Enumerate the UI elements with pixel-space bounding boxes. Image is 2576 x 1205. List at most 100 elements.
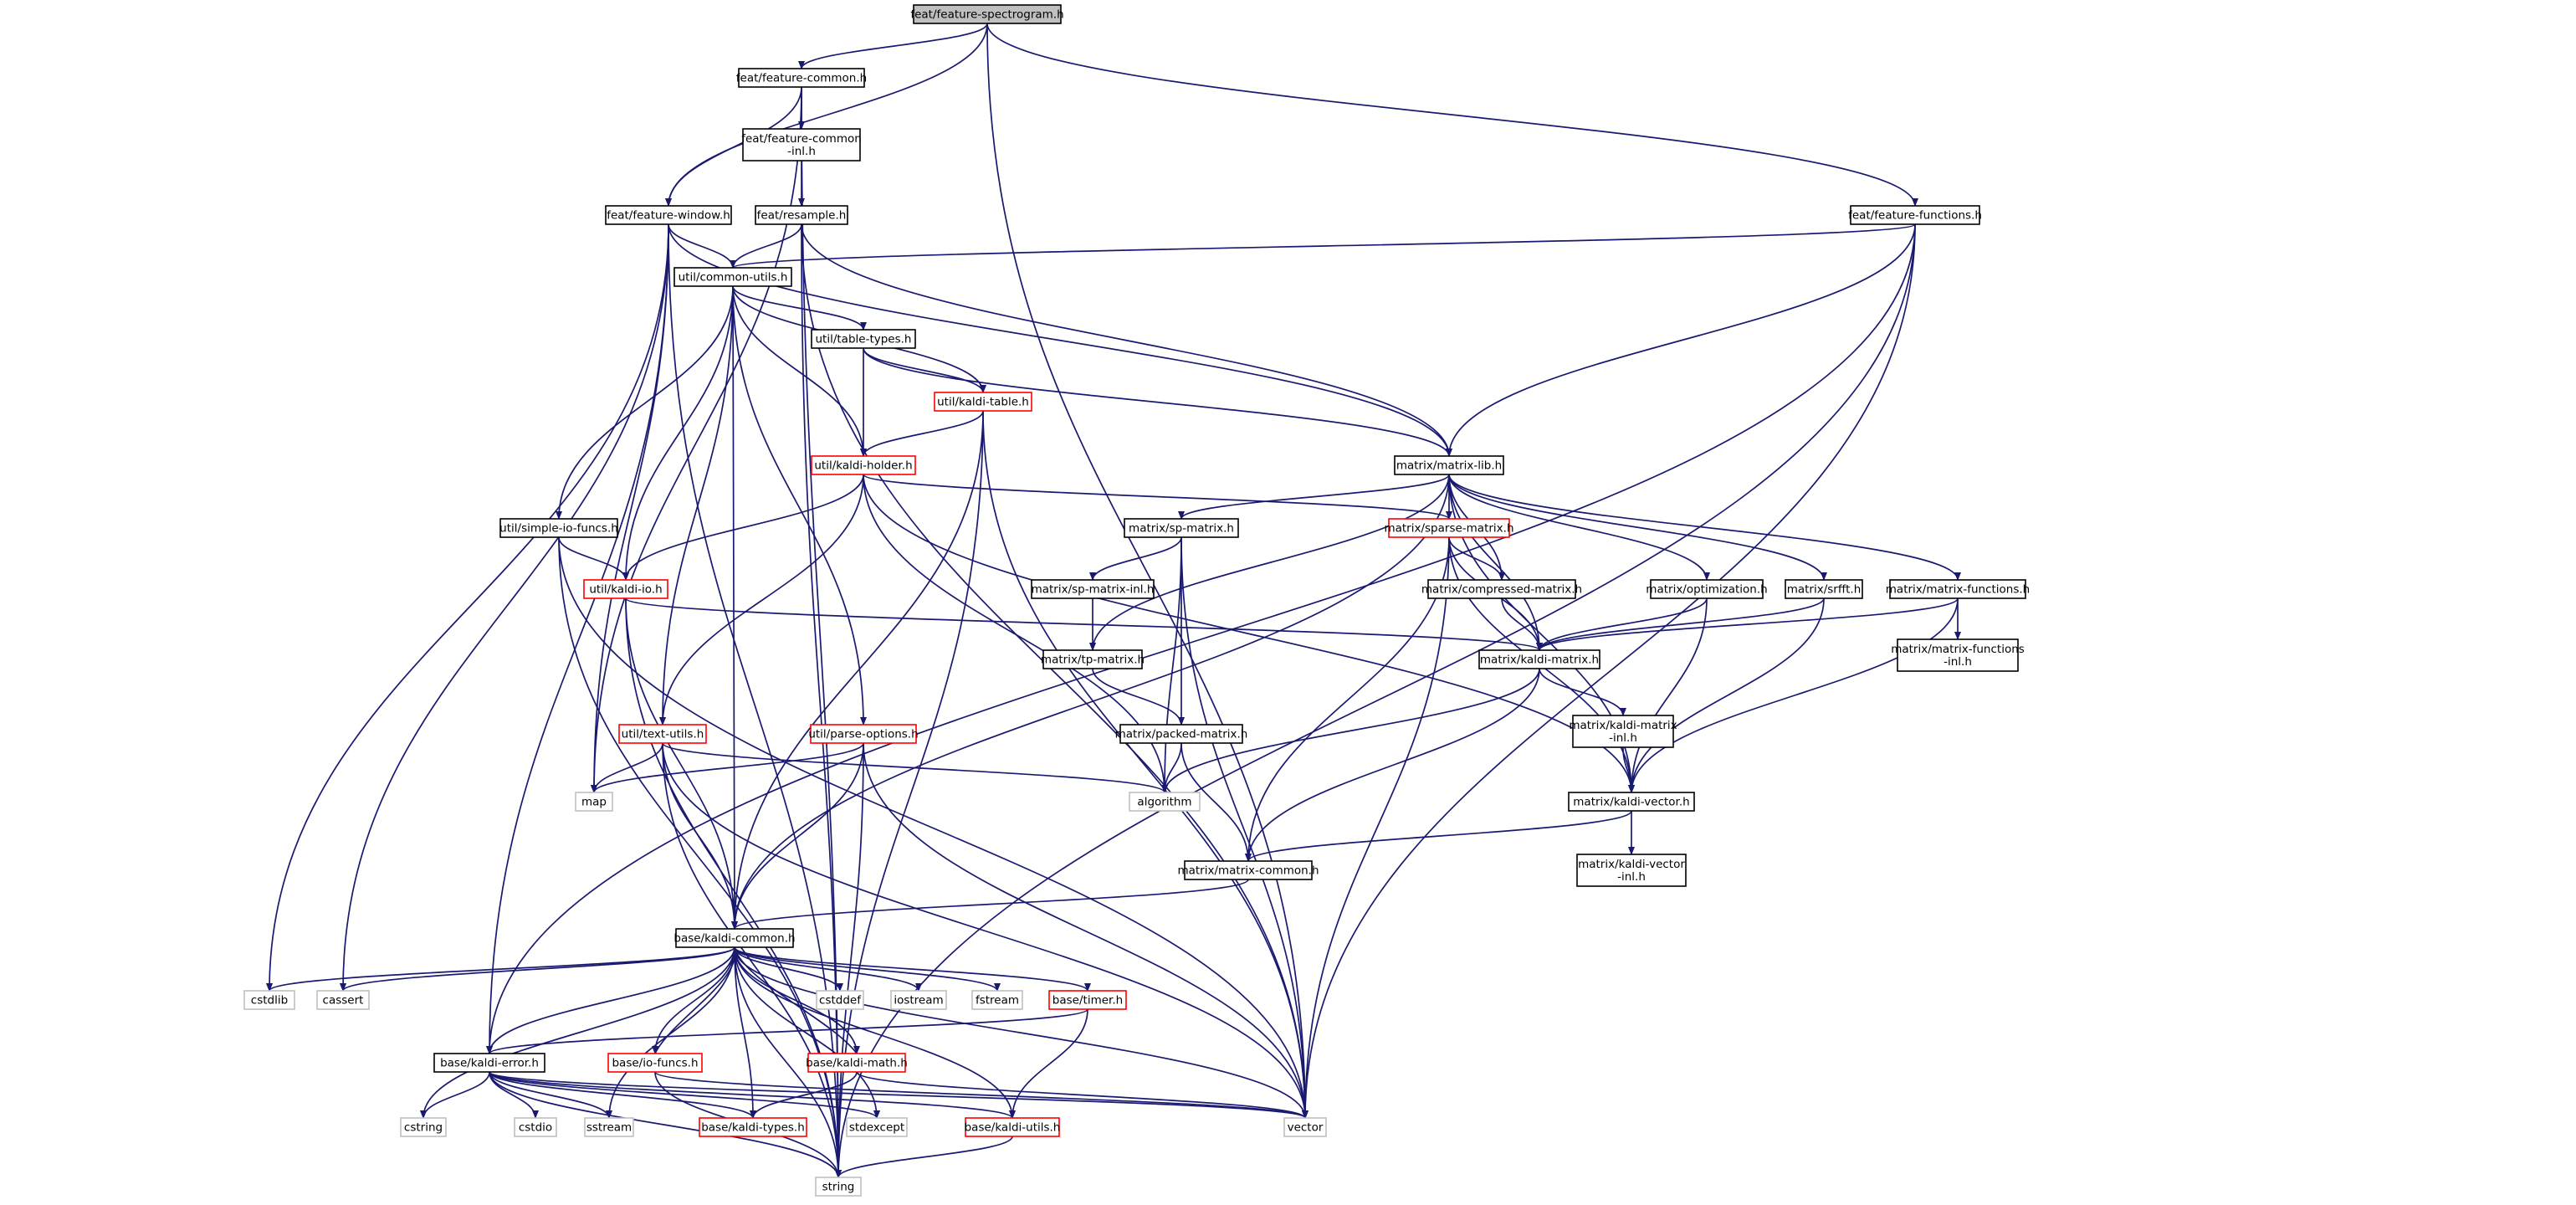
node-util-kaldi-holder-h[interactable]: util/kaldi-holder.h [811, 455, 916, 475]
node-box [890, 990, 947, 1010]
dependency-edge [1161, 668, 1540, 793]
dependency-edge [622, 474, 864, 581]
node-base-kaldi-error-h[interactable]: base/kaldi-error.h [433, 1053, 545, 1073]
dependency-edge [558, 536, 842, 1178]
dependency-edge [662, 742, 1308, 1119]
node-label: base/io-funcs.h [612, 1057, 698, 1070]
node-box [815, 1177, 862, 1197]
node-matrix-sparse-matrix-h[interactable]: matrix/sparse-matrix.h [1384, 518, 1514, 538]
dependency-edge [1302, 223, 1916, 1119]
node-box [243, 990, 295, 1010]
node-sstream: sstream [584, 1117, 634, 1137]
node-util-text-utils-h[interactable]: util/text-utils.h [618, 724, 707, 744]
dependency-edge [652, 946, 735, 1054]
node-base-io-funcs-h[interactable]: base/io-funcs.h [607, 1053, 703, 1073]
dependency-edge [750, 1071, 858, 1119]
dependency-edge [654, 946, 740, 1054]
node-label: feat/feature-spectrogram.h [910, 8, 1063, 22]
node-util-kaldi-io-h[interactable]: util/kaldi-io.h [583, 579, 668, 599]
node-box [738, 68, 865, 88]
node-util-table-types-h[interactable]: util/table-types.h [811, 329, 916, 349]
node-matrix-compressed-matrix-h[interactable]: matrix/compressed-matrix.h [1421, 579, 1582, 599]
node-matrix-optimization-h[interactable]: matrix/optimization.h [1646, 579, 1768, 599]
node-matrix-tp-matrix-h[interactable]: matrix/tp-matrix.h [1041, 649, 1145, 669]
node-label: matrix/matrix-functions [1891, 643, 2025, 656]
node-label: map [581, 796, 607, 809]
node-box [913, 4, 1062, 24]
dependency-edge [489, 1071, 842, 1178]
node-feat-feature-spectrogram-h[interactable]: feat/feature-spectrogram.h [910, 4, 1064, 24]
node-matrix-kaldi-matrix-inl-h[interactable]: matrix/kaldi-matrix-inl.h [1569, 715, 1677, 748]
node-box [1576, 854, 1687, 887]
node-base-kaldi-math-h[interactable]: base/kaldi-math.h [806, 1053, 908, 1073]
node-box [1048, 990, 1127, 1010]
node-label: base/kaldi-utils.h [965, 1121, 1061, 1135]
dependency-edge [662, 742, 738, 930]
dependency-edge [986, 23, 1918, 207]
dependency-edge [730, 285, 738, 930]
dependency-edge [266, 946, 735, 992]
node-box [807, 1053, 906, 1073]
node-matrix-sp-matrix-inl-h[interactable]: matrix/sp-matrix-inl.h [1031, 579, 1155, 599]
node-util-parse-options-h[interactable]: util/parse-options.h [808, 724, 919, 744]
node-iostream: iostream [890, 990, 947, 1010]
node-box [1427, 579, 1576, 599]
node-label: util/table-types.h [815, 333, 911, 346]
node-matrix-matrix-lib-h[interactable]: matrix/matrix-lib.h [1394, 455, 1504, 475]
node-label: feat/feature-common.h [736, 72, 867, 85]
node-box [1889, 579, 2026, 599]
dependency-edge [668, 223, 1452, 457]
node-matrix-sp-matrix-h[interactable]: matrix/sp-matrix.h [1124, 518, 1239, 538]
node-base-kaldi-common-h[interactable]: base/kaldi-common.h [673, 928, 796, 948]
node-feat-feature-functions-h[interactable]: feat/feature-functions.h [1848, 205, 1982, 225]
node-box [1394, 455, 1504, 475]
node-matrix-kaldi-vector-inl-h[interactable]: matrix/kaldi-vector-inl.h [1576, 854, 1687, 887]
node-base-kaldi-utils-h[interactable]: base/kaldi-utils.h [965, 1117, 1061, 1137]
node-matrix-matrix-functions-inl-h[interactable]: matrix/matrix-functions-inl.h [1891, 638, 2025, 672]
node-label: matrix/matrix-functions.h [1886, 583, 2030, 597]
node-util-simple-io-funcs-h[interactable]: util/simple-io-funcs.h [499, 518, 618, 538]
dependency-edge [731, 742, 864, 930]
node-cassert: cassert [316, 990, 370, 1010]
node-matrix-kaldi-matrix-h[interactable]: matrix/kaldi-matrix.h [1478, 649, 1600, 669]
dependency-edge [486, 1008, 1088, 1054]
dependency-edge [1539, 668, 1626, 716]
node-box [583, 579, 668, 599]
node-label: stdexcept [849, 1121, 904, 1135]
dependency-edge [982, 410, 1308, 1119]
dependency-edge [420, 946, 735, 1119]
node-feat-feature-common-inl-h[interactable]: feat/feature-common-inl.h [741, 128, 862, 162]
node-util-kaldi-table-h[interactable]: util/kaldi-table.h [934, 392, 1032, 412]
node-base-kaldi-types-h[interactable]: base/kaldi-types.h [699, 1117, 807, 1137]
node-label: iostream [894, 994, 943, 1008]
dependency-edge [486, 223, 1916, 1054]
node-box [1031, 579, 1155, 599]
node-box [1184, 860, 1313, 880]
node-feat-feature-window-h[interactable]: feat/feature-window.h [605, 205, 732, 225]
node-label: matrix/packed-matrix.h [1115, 728, 1248, 741]
dependency-edge [863, 474, 1168, 793]
node-matrix-kaldi-vector-h[interactable]: matrix/kaldi-vector.h [1568, 792, 1695, 812]
dependency-edge [266, 223, 669, 992]
node-label: feat/feature-window.h [607, 209, 730, 223]
node-box [584, 1117, 634, 1137]
node-feat-resample-h[interactable]: feat/resample.h [755, 205, 848, 225]
dependency-edge [1302, 536, 1450, 1119]
node-feat-feature-common-h[interactable]: feat/feature-common.h [736, 68, 867, 88]
dependency-edge [591, 86, 802, 793]
dependency-edge [801, 223, 1308, 1119]
dependency-edge [863, 742, 1308, 1119]
node-matrix-matrix-functions-h[interactable]: matrix/matrix-functions.h [1886, 579, 2030, 599]
node-label: matrix/sp-matrix-inl.h [1032, 583, 1155, 597]
node-base-timer-h[interactable]: base/timer.h [1048, 990, 1127, 1010]
node-matrix-srfft-h[interactable]: matrix/srfft.h [1785, 579, 1863, 599]
node-box [816, 990, 864, 1010]
dependency-edge [662, 742, 842, 1178]
node-matrix-matrix-common-h[interactable]: matrix/matrix-common.h [1177, 860, 1319, 880]
dependency-edge [835, 742, 864, 1178]
dependency-edge [732, 285, 867, 331]
node-util-common-utils-h[interactable]: util/common-utils.h [673, 267, 792, 287]
dependency-edge [489, 1071, 880, 1119]
dependency-edge [734, 946, 860, 1054]
node-matrix-packed-matrix-h[interactable]: matrix/packed-matrix.h [1115, 724, 1248, 744]
